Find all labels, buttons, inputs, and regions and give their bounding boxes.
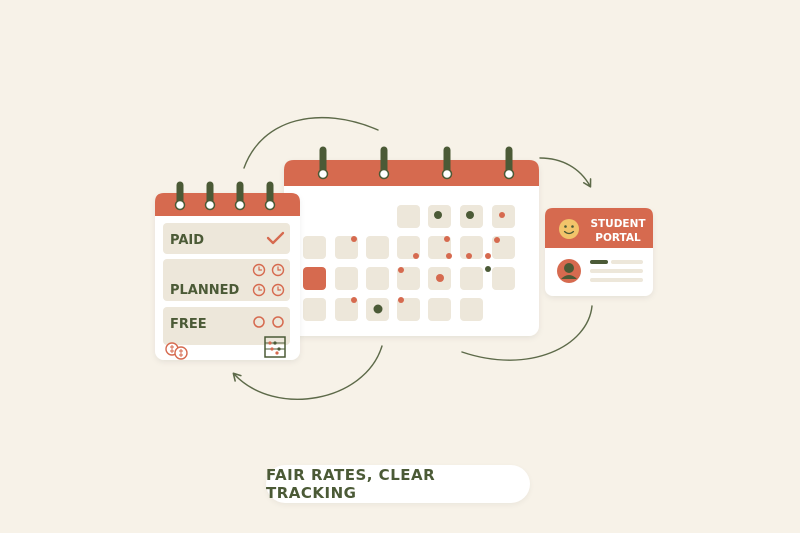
clock-hands: [258, 266, 263, 271]
calendar-cell: [460, 236, 483, 259]
avatar: [557, 259, 581, 283]
clock-icon: [252, 283, 266, 297]
binder-hole: [503, 168, 515, 180]
main-calendar-rings: [317, 146, 515, 180]
calendar-cell: [335, 267, 358, 290]
calendar-marker: [398, 297, 404, 303]
binder-hole: [378, 168, 390, 180]
calendar-marker: [494, 237, 500, 243]
calendar-cell: [335, 236, 358, 259]
ledger-calendar: PAID PLANNED FREE: [155, 181, 300, 360]
clock-hands: [258, 286, 263, 291]
calendar-marker: [398, 267, 404, 273]
calendar-marker: [444, 236, 450, 242]
binder-hole: [174, 199, 186, 211]
portal-title-line1: STUDENT: [590, 218, 646, 230]
binder-hole: [317, 168, 329, 180]
arrow-from-portal: [461, 305, 593, 361]
check-icon: [266, 231, 285, 245]
ledger-row-paid: [163, 223, 290, 254]
portal-line-bar: [590, 260, 608, 264]
portal-line: [590, 278, 643, 282]
clock-hands: [277, 286, 282, 291]
clock-hands: [277, 266, 282, 271]
calendar-cell: [460, 298, 483, 321]
calendar-cell: [335, 298, 358, 321]
arrow-bottom-return: [232, 345, 383, 400]
ledger-row-free-label: FREE: [170, 317, 207, 332]
calendar-cell: [303, 236, 326, 259]
ledger-row-planned-label: PLANNED: [170, 283, 240, 298]
calendar-marker: [351, 236, 357, 242]
ledger-rings: [174, 181, 276, 211]
calendar-marker: [485, 253, 491, 259]
arrow-top-arc: [243, 117, 379, 169]
binder-hole: [234, 199, 246, 211]
calendar-cell: [397, 236, 420, 259]
calendar-marker: [499, 212, 505, 218]
empty-circle-icon: [253, 316, 265, 328]
calendar-marker: [485, 266, 491, 272]
portal-line: [590, 269, 643, 273]
main-calendar: [284, 146, 539, 336]
student-portal-card: STUDENT PORTAL: [545, 208, 653, 296]
binder-hole: [264, 199, 276, 211]
calendar-marker: [373, 304, 383, 314]
ledger-row-planned: [163, 259, 290, 301]
portal-line: [611, 260, 643, 264]
clock-icon: [271, 263, 285, 277]
calendar-cell: [428, 236, 451, 259]
calendar-cell: [303, 298, 326, 321]
ledger-row-paid-label: PAID: [170, 233, 204, 248]
clock-icon: [271, 283, 285, 297]
calendar-cell: [366, 267, 389, 290]
calendar-cell: [428, 298, 451, 321]
calendar-cell: [397, 267, 420, 290]
abacus-icon: [264, 336, 286, 358]
coins-icon: [165, 342, 188, 360]
smiley-icon: [559, 219, 579, 239]
caption-pill: FAIR RATES, CLEAR TRACKING: [266, 465, 530, 503]
binder-hole: [441, 168, 453, 180]
portal-title-line2: PORTAL: [595, 232, 641, 244]
arrow-to-portal: [539, 157, 592, 188]
main-calendar-header: [284, 160, 539, 186]
calendar-marker: [466, 211, 474, 219]
calendar-marker: [351, 297, 357, 303]
calendar-marker: [466, 253, 472, 259]
calendar-marker: [434, 211, 442, 219]
calendar-cell: [366, 236, 389, 259]
main-calendar-markers: [351, 211, 505, 314]
calendar-cell: [397, 205, 420, 228]
calendar-cell-highlighted: [303, 267, 326, 290]
calendar-marker: [413, 253, 419, 259]
calendar-cell: [460, 267, 483, 290]
caption-text: FAIR RATES, CLEAR TRACKING: [266, 466, 436, 502]
clock-icons: [252, 263, 285, 297]
empty-circle-icon: [272, 316, 284, 328]
clock-icon: [252, 263, 266, 277]
ledger-header: [155, 193, 300, 216]
calendar-marker: [436, 274, 444, 282]
calendar-cell: [397, 298, 420, 321]
calendar-cell: [492, 267, 515, 290]
calendar-marker: [446, 253, 452, 259]
binder-hole: [204, 199, 216, 211]
